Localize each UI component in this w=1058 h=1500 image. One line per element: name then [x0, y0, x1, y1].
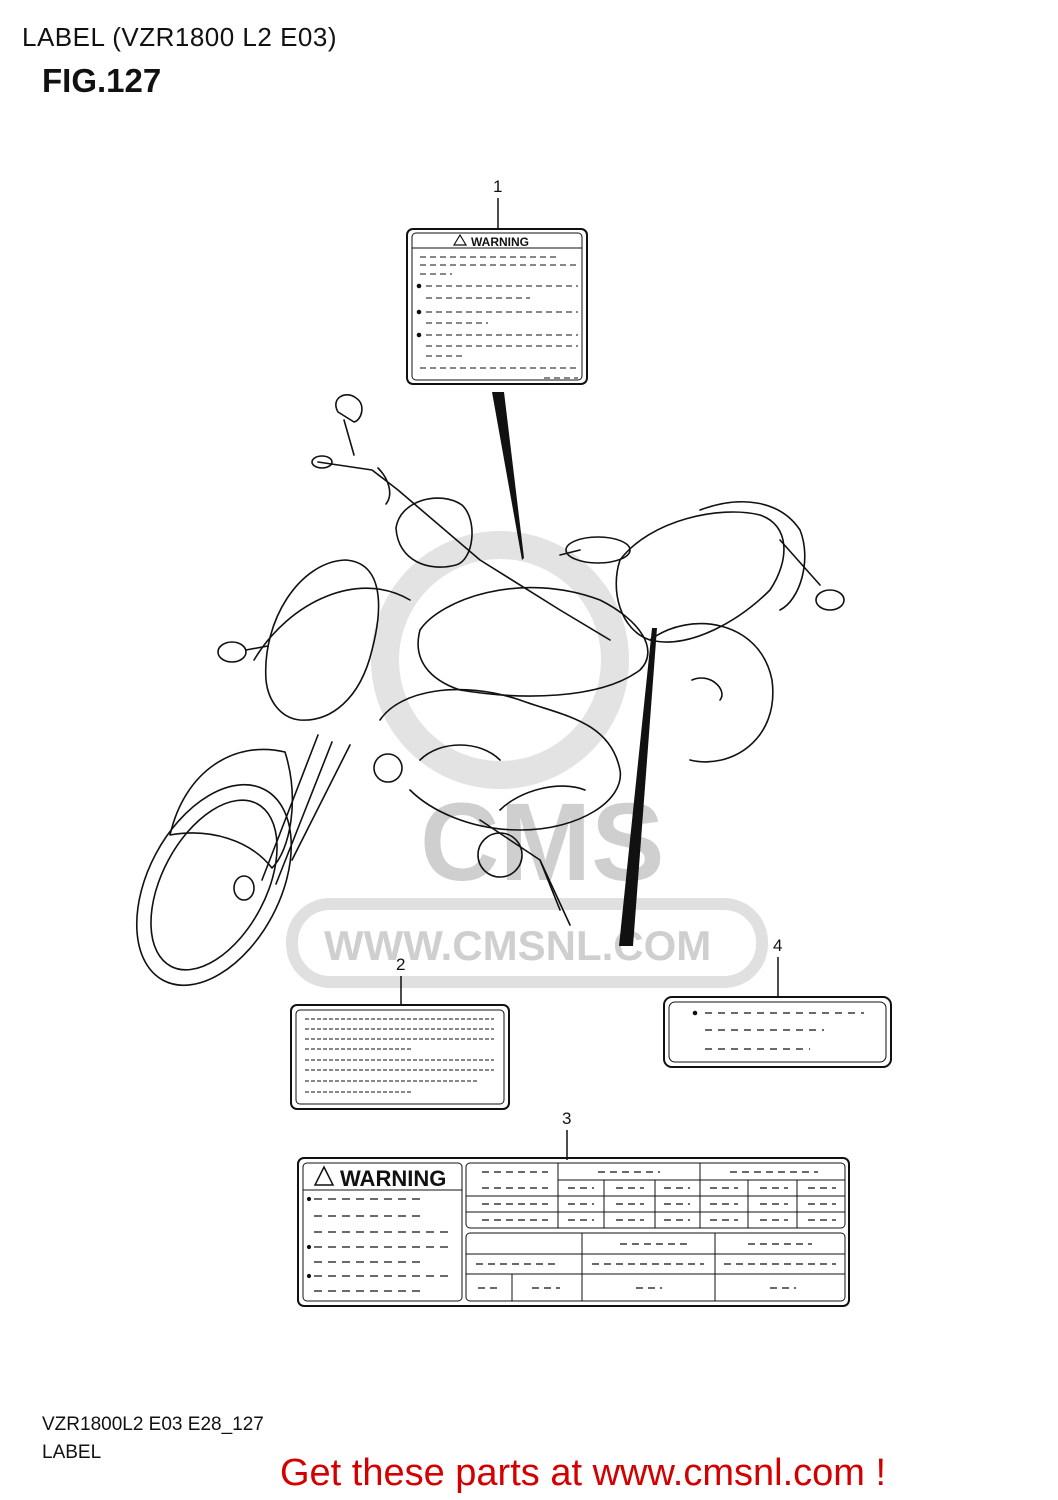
callout-3: 3 — [562, 1109, 571, 1128]
get-parts-link[interactable]: Get these parts at www.cmsnl.com ! — [0, 1452, 1058, 1495]
figure-number: FIG.127 — [42, 62, 162, 99]
leader-lines — [492, 392, 657, 946]
callout-2: 2 — [396, 955, 405, 974]
label-1-warning-text: WARNING — [471, 235, 529, 249]
label-3: WARNING — [297, 1157, 850, 1307]
label-4 — [663, 996, 892, 1068]
callout-1: 1 — [493, 177, 502, 196]
callout-4: 4 — [773, 936, 782, 955]
motorcycle-illustration — [135, 394, 845, 987]
label-3-warning-text: WARNING — [340, 1166, 446, 1191]
watermark: CMS WWW.CMSNL.COM — [286, 531, 768, 988]
page-title: LABEL (VZR1800 L2 E03) — [22, 22, 337, 52]
label-2 — [290, 1004, 510, 1110]
get-parts-link-text[interactable]: Get these parts at www.cmsnl.com ! — [279, 1452, 887, 1494]
watermark-url: WWW.CMSNL.COM — [324, 922, 711, 969]
footer-diagram-code: VZR1800L2 E03 E28_127 — [42, 1414, 264, 1435]
label-1: WARNING — [406, 228, 588, 385]
watermark-brand: CMS — [420, 781, 664, 904]
footer-diagram-name: LABEL — [42, 1442, 102, 1463]
